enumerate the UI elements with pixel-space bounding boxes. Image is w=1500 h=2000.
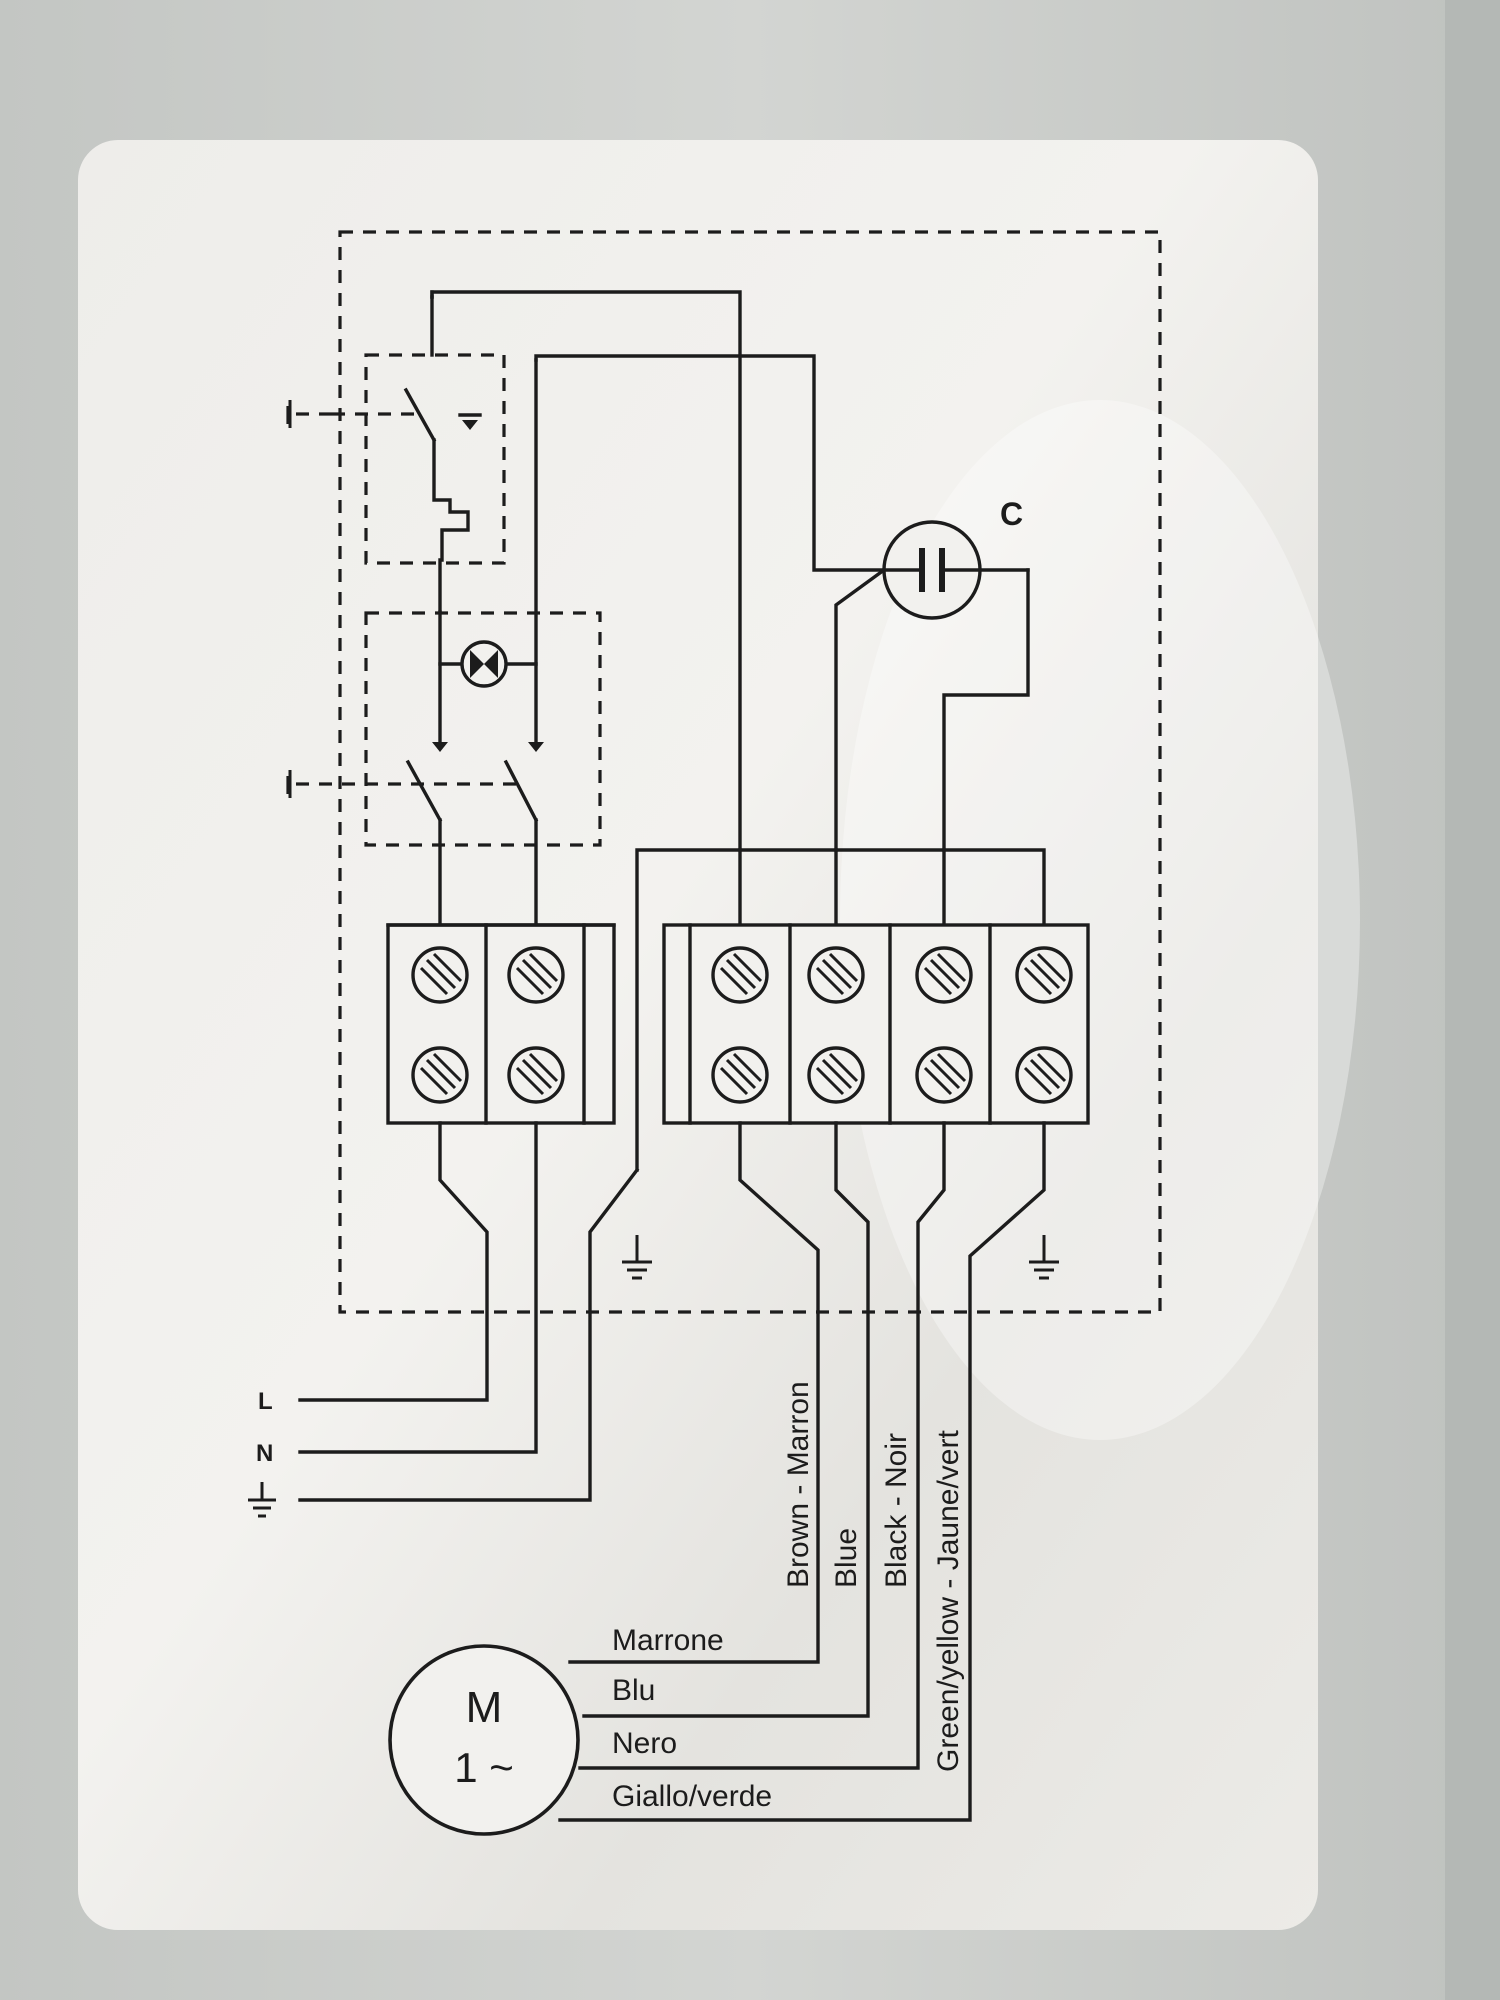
- wire-label-giallo-verde: Giallo/verde: [612, 1780, 772, 1813]
- indicator-lamp: [432, 354, 886, 752]
- neutral-terminal-label: N: [256, 1440, 273, 1467]
- main-switch-box: [364, 611, 602, 847]
- motor-terminal-block: [662, 923, 1090, 1125]
- line-terminal-label: L: [258, 1388, 273, 1415]
- pressure-switch-marker: [288, 400, 418, 428]
- main-switch-marker-label: I: [284, 770, 291, 800]
- main-switch-marker: [288, 770, 520, 798]
- wire-label-blu: Blu: [612, 1674, 655, 1707]
- wire-label-green-yellow: Green/yellow - Jaune/vert: [932, 1430, 965, 1772]
- wire-label-black: Black - Noir: [880, 1433, 913, 1588]
- wire-label-marrone: Marrone: [612, 1624, 724, 1657]
- wire-label-blue: Blue: [830, 1528, 863, 1588]
- internal-wiring: [430, 290, 1046, 1172]
- earth-symbol-left: [622, 1235, 652, 1280]
- motor-symbol-top: M: [466, 1683, 503, 1732]
- main-switch: [405, 759, 539, 927]
- capacitor: C: [834, 496, 1030, 852]
- pressure-switch-box: [364, 353, 506, 565]
- supply-cable: [298, 1121, 640, 1502]
- wire-label-brown: Brown - Marron: [782, 1381, 815, 1588]
- supply-earth-icon: [248, 1482, 276, 1518]
- pressure-switch-marker-label: I: [284, 400, 291, 430]
- supply-terminal-block: [386, 923, 616, 1125]
- capacitor-label: C: [1000, 496, 1023, 532]
- control-box-outline: [338, 230, 1162, 1314]
- enclosure-edge: [1445, 0, 1500, 2000]
- motor-symbol: M 1 ~: [388, 1644, 580, 1836]
- earth-symbol-right: [1029, 1235, 1059, 1280]
- glare: [840, 400, 1360, 1440]
- wire-label-nero: Nero: [612, 1727, 677, 1760]
- motor-symbol-bottom: 1 ~: [454, 1744, 514, 1791]
- motor-cable: [558, 1121, 1046, 1822]
